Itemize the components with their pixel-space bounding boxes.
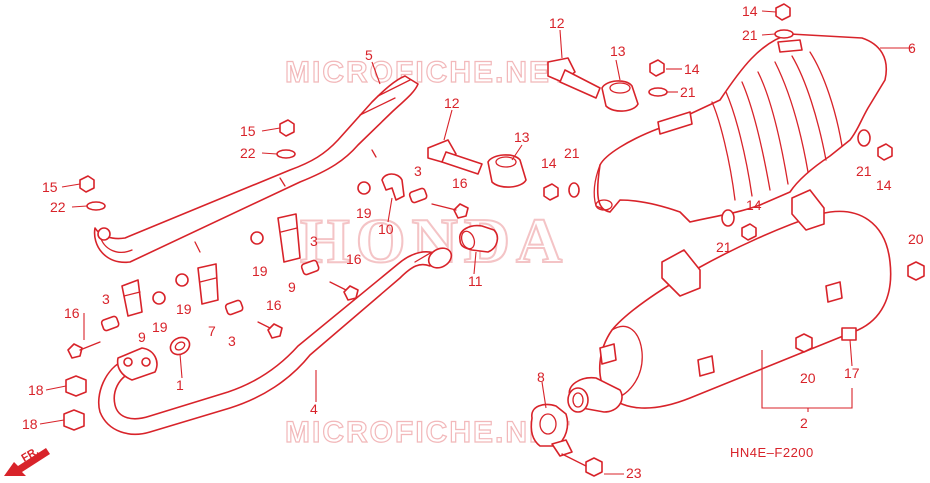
callout-21-top: 21 [742,27,758,43]
callout-21-e: 21 [716,239,732,255]
callout-4: 4 [310,401,318,417]
callout-5: 5 [365,47,373,63]
callout-18-a: 18 [28,382,44,398]
muffler-hardware [795,261,925,353]
callout-14-top: 14 [742,3,758,19]
callout-12-mid: 12 [444,95,460,111]
front-direction-arrow: FR. [4,445,50,476]
callout-19-b: 19 [252,263,268,279]
callout-numbers: 5 6 12 13 14 21 14 21 12 13 14 21 21 14 … [22,3,924,481]
callout-3-d: 3 [102,291,110,307]
callout-1: 1 [176,377,184,393]
callout-15-left: 15 [42,179,58,195]
callout-13-top: 13 [610,43,626,59]
callout-2: 2 [800,415,808,431]
heat-protector-part-6 [593,33,887,223]
callout-19-c: 19 [176,301,192,317]
callout-16-d: 16 [64,305,80,321]
hardware-leaders [39,10,777,475]
callout-3-b: 3 [310,233,318,249]
gasket-part-11 [459,224,499,253]
callout-15-top: 15 [240,123,256,139]
exhaust-bracket-part-5 [93,75,419,263]
callout-14-b: 14 [684,61,700,77]
callout-3-c: 3 [228,333,236,349]
callout-9-left: 9 [138,329,146,345]
rubber-mounts [427,57,639,188]
callout-21-c: 21 [564,145,580,161]
callout-11: 11 [468,273,483,289]
callout-22-left: 22 [50,199,66,215]
callout-17: 17 [844,365,860,381]
exhaust-pipe-part-4 [98,247,453,435]
clamp-part-8 [530,403,603,477]
callout-8: 8 [537,369,545,385]
callout-21-d: 21 [856,163,872,179]
protector-hardware [543,3,893,241]
watermark-bottom: MICROFICHE.NET [285,416,571,449]
callout-14-e: 14 [746,197,762,213]
watermark-top: MICROFICHE.NET [285,56,571,89]
muffler-part-2 [567,189,892,413]
callout-19-a: 19 [356,205,372,221]
callout-7: 7 [208,323,216,339]
callout-14-d: 14 [876,177,892,193]
hardware-parts [63,119,469,431]
callout-16-a: 16 [452,175,468,191]
callout-20-top: 20 [908,231,924,247]
callout-20-bottom: 20 [800,370,816,386]
gasket-part-1 [169,336,191,356]
callout-16-b: 16 [346,251,362,267]
callout-19-d: 19 [152,319,168,335]
callout-23: 23 [626,465,642,481]
callout-21-b: 21 [680,84,696,100]
callout-3-a: 3 [414,163,422,179]
callout-13-mid: 13 [514,129,530,145]
callout-6: 6 [908,40,916,56]
callout-10: 10 [378,221,394,237]
callout-9-mid: 9 [288,279,296,295]
callout-18-b: 18 [22,416,38,432]
callout-12-top: 12 [549,15,565,31]
callout-14-c: 14 [541,155,557,171]
callout-22-top: 22 [240,145,256,161]
diagram-code: HN4E–F2200 [730,445,814,460]
leader-lines [179,29,912,412]
callout-16-c: 16 [266,297,282,313]
